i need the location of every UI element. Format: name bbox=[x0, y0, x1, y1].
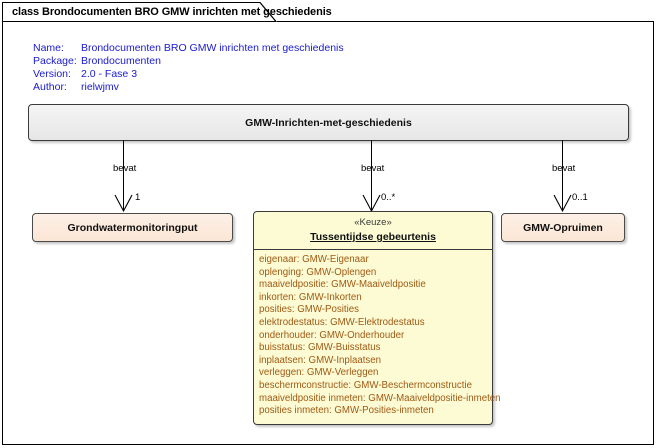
connector-label-left: bevat bbox=[113, 163, 137, 174]
class-box-gmw-inrichten-met-geschiedenis[interactable]: GMW-Inrichten-met-geschiedenis bbox=[28, 104, 629, 141]
diagram-metadata: Name: Brondocumenten BRO GMW inrichten m… bbox=[33, 42, 344, 94]
metadata-row-package: Package: Brondocumenten bbox=[33, 55, 344, 68]
class-attribute: onderhouder: GMW-Onderhouder bbox=[259, 329, 405, 341]
class-title: Tussentijdse gebeurtenis bbox=[310, 231, 436, 243]
class-title: Grondwatermonitoringput bbox=[67, 221, 198, 234]
metadata-value: 2.0 - Fase 3 bbox=[81, 68, 138, 80]
class-attribute: maaiveldpositie: GMW-Maaiveldpositie bbox=[259, 279, 426, 291]
connector-multiplicity-right: 0..1 bbox=[572, 192, 588, 203]
diagram-tab: class Brondocumenten BRO GMW inrichten m… bbox=[2, 2, 332, 22]
connector-label-middle: bevat bbox=[361, 163, 385, 174]
metadata-row-name: Name: Brondocumenten BRO GMW inrichten m… bbox=[33, 42, 344, 55]
class-attribute: inplaatsen: GMW-Inplaatsen bbox=[259, 354, 382, 366]
metadata-key: Version: bbox=[33, 68, 71, 80]
class-attribute: maaiveldpositie inmeten: GMW-Maaiveldpos… bbox=[259, 392, 501, 404]
class-attribute: eigenaar: GMW-Eigenaar bbox=[259, 254, 369, 265]
class-attribute: inkorten: GMW-Inkorten bbox=[259, 291, 362, 303]
connector-multiplicity-left: 1 bbox=[135, 192, 141, 203]
class-attribute: oplenging: GMW-Oplengen bbox=[259, 266, 377, 278]
class-attribute: buisstatus: GMW-Buisstatus bbox=[259, 342, 381, 354]
class-attribute: elektrodestatus: GMW-Elektrodestatus bbox=[259, 316, 425, 328]
class-attributes: eigenaar: GMW-Eigenaar oplenging: GMW-Op… bbox=[254, 250, 501, 422]
class-attribute: beschermconstructie: GMW-Beschermconstru… bbox=[259, 379, 473, 391]
class-attribute: posities inmeten: GMW-Posities-inmeten bbox=[259, 405, 434, 417]
class-attribute: posities: GMW-Posities bbox=[259, 304, 359, 316]
class-box-grondwatermonitoringput[interactable]: Grondwatermonitoringput bbox=[32, 213, 233, 242]
class-box-tussentijdse-gebeurtenis[interactable]: «Keuze» Tussentijdse gebeurtenis eigenaa… bbox=[253, 211, 501, 425]
class-title: GMW-Inrichten-met-geschiedenis bbox=[245, 116, 412, 129]
diagram-frame-top-right bbox=[277, 21, 654, 22]
metadata-value: Brondocumenten BRO GMW inrichten met ges… bbox=[81, 42, 344, 54]
metadata-key: Author: bbox=[33, 81, 67, 93]
connector-label-right: bevat bbox=[552, 163, 576, 174]
connector-multiplicity-middle: 0..* bbox=[381, 192, 396, 203]
class-attribute: verleggen: GMW-Verleggen bbox=[259, 367, 379, 379]
metadata-value: rielwjmv bbox=[81, 81, 119, 93]
class-header: «Keuze» Tussentijdse gebeurtenis bbox=[254, 212, 492, 250]
metadata-row-version: Version: 2.0 - Fase 3 bbox=[33, 68, 344, 81]
diagram-frame bbox=[2, 21, 654, 445]
metadata-value: Brondocumenten bbox=[81, 55, 161, 67]
class-stereotype: «Keuze» bbox=[354, 217, 392, 228]
metadata-key: Package: bbox=[33, 55, 77, 67]
class-box-gmw-opruimen[interactable]: GMW-Opruimen bbox=[501, 213, 625, 242]
metadata-row-author: Author: rielwjmv bbox=[33, 81, 344, 94]
diagram-tab-label: class Brondocumenten BRO GMW inrichten m… bbox=[12, 6, 332, 18]
metadata-key: Name: bbox=[33, 42, 64, 54]
class-title: GMW-Opruimen bbox=[523, 221, 603, 234]
